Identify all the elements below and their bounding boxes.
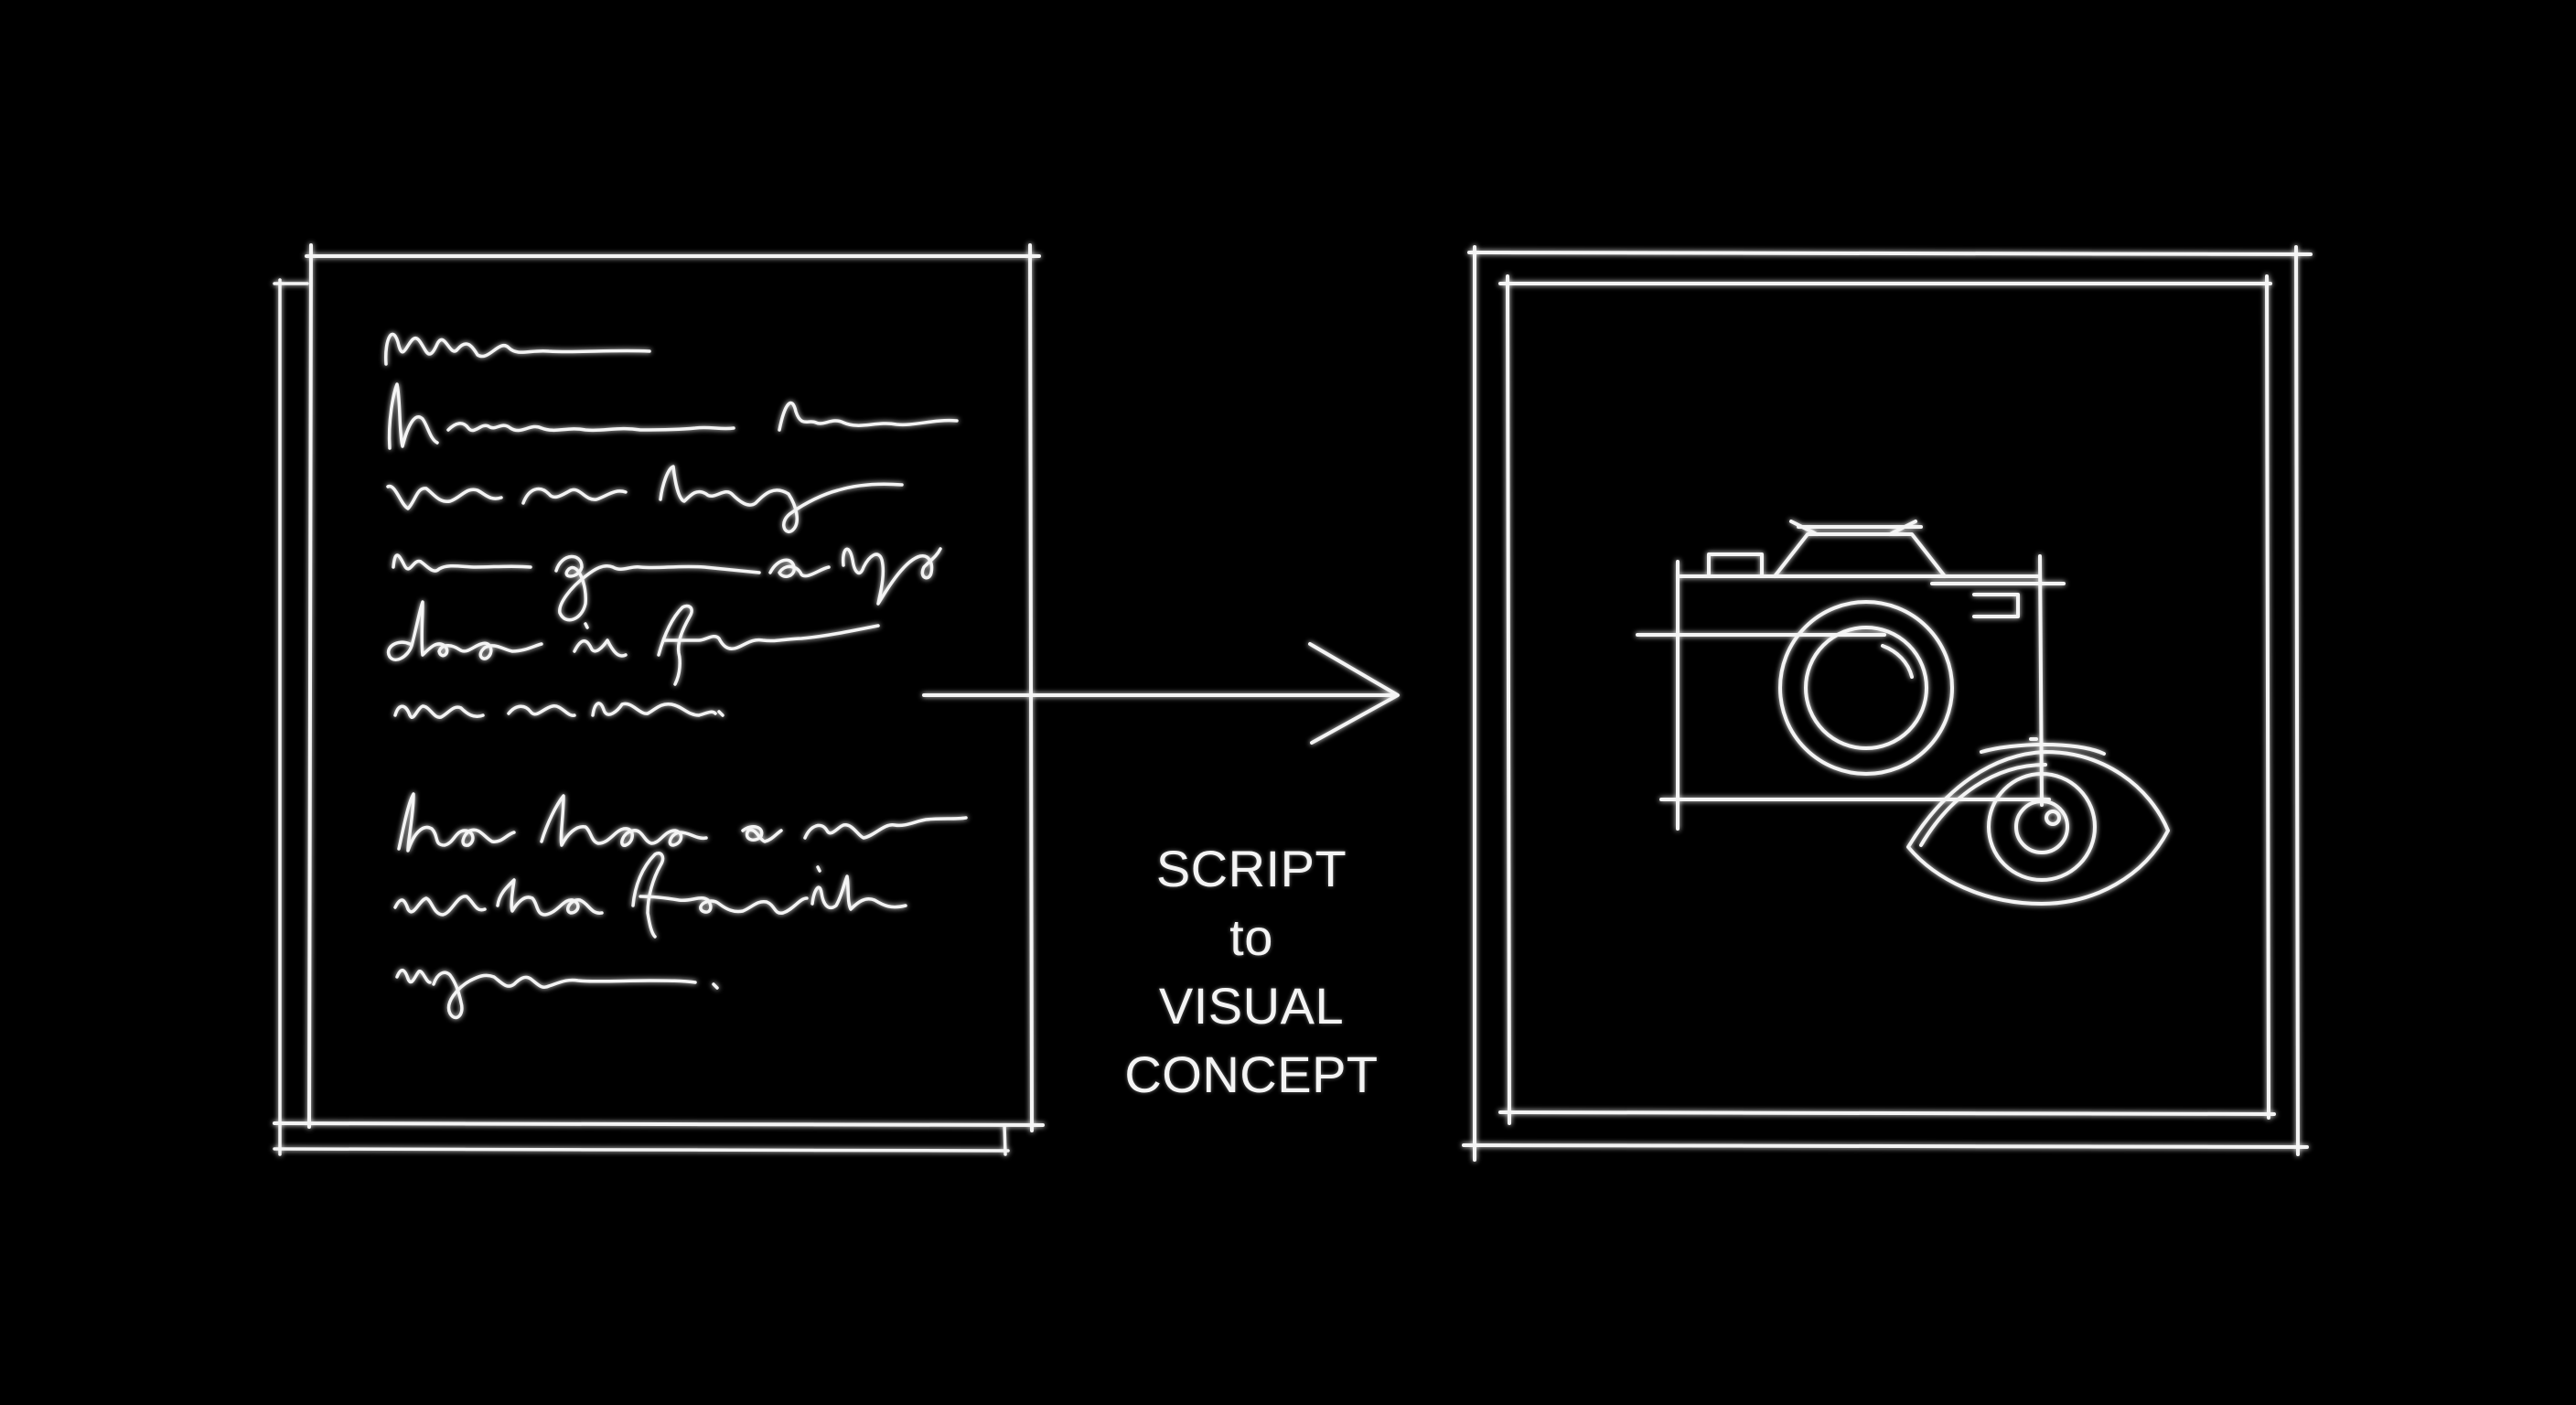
caption-line-2: to <box>1229 908 1273 966</box>
arrow-right-icon <box>922 642 1400 745</box>
script-page-frame <box>273 243 1045 1132</box>
caption-line-3: VISUAL <box>1158 977 1345 1035</box>
caption-line-1: SCRIPT <box>1155 840 1347 897</box>
eye-icon <box>1906 743 2170 906</box>
visual-concept-frame <box>1462 245 2313 1162</box>
handwritten-script-text <box>384 332 968 1020</box>
script-page <box>273 243 1045 1156</box>
caption-line-4: CONCEPT <box>1124 1046 1379 1103</box>
script-page-back-sheet <box>273 278 1010 1156</box>
camera-icon <box>1636 520 2066 831</box>
diagram-caption: SCRIPT to VISUAL CONCEPT <box>1068 834 1434 1109</box>
